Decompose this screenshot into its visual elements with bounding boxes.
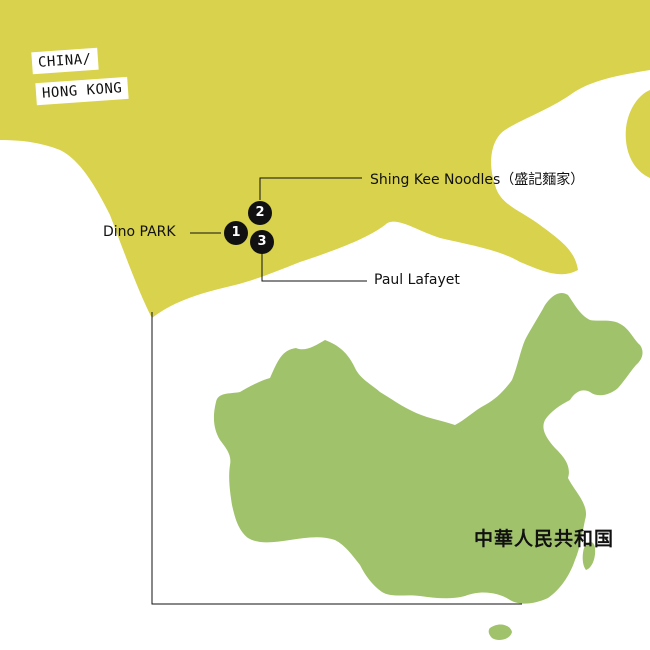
place-label-shing-kee-noodles: Shing Kee Noodles（盛記麵家） [370,172,585,188]
place-label-dino-park: Dino PARK [103,224,176,240]
inset-connector-line [151,312,522,605]
place-label-paul-lafayet: Paul Lafayet [374,272,460,288]
country-label-china: 中華人民共和国 [474,528,615,550]
place-marker-2[interactable]: 2 [248,201,272,225]
leader-line-2 [259,177,362,200]
leader-line-3 [261,252,367,282]
place-marker-3[interactable]: 3 [250,230,274,254]
place-marker-1[interactable]: 1 [224,221,248,245]
region-tag-line1: CHINA/ [31,47,99,75]
